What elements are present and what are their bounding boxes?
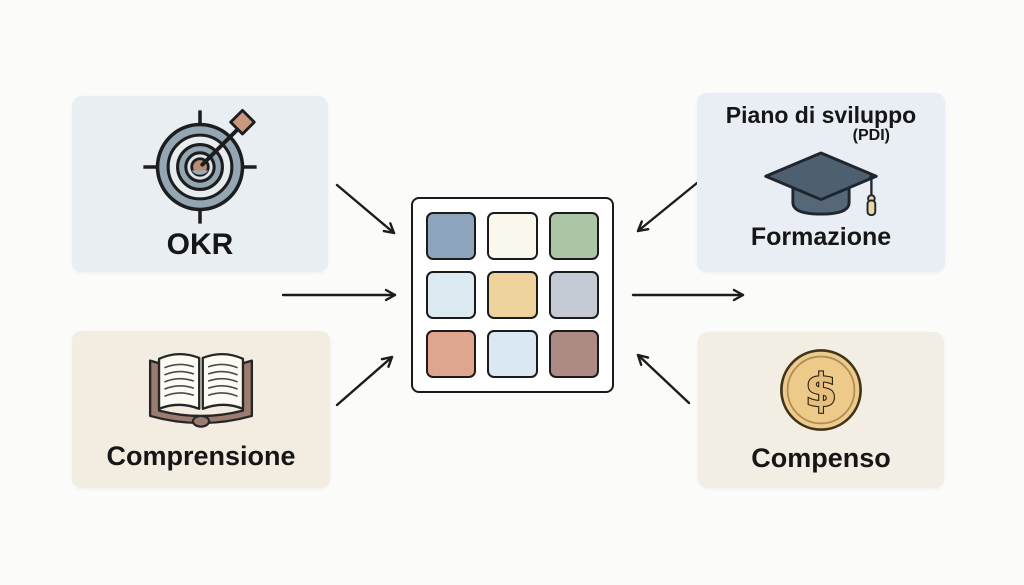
grid-cell: [426, 212, 477, 260]
grid-cell: [548, 271, 599, 319]
grid-cell: [548, 212, 599, 260]
arrow-okr-to-grid: [335, 183, 396, 235]
graduation-cap-icon: [764, 151, 878, 217]
card-piano-subtitle: (PDI): [852, 127, 890, 145]
card-okr-label: OKR: [166, 227, 234, 261]
open-book-icon: [148, 352, 254, 428]
arrow-compenso-to-grid: [636, 353, 691, 405]
card-compenso: $ Compenso: [698, 332, 944, 488]
target-icon: [143, 108, 257, 224]
grid-cell: [487, 212, 538, 260]
card-okr: OKR: [72, 96, 328, 272]
card-piano-label: Formazione: [750, 223, 892, 252]
svg-text:$: $: [805, 364, 837, 417]
grid-cell: [426, 330, 477, 378]
card-compenso-label: Compenso: [751, 443, 891, 474]
card-piano-di-sviluppo: Piano di sviluppo (PDI) Formazione: [697, 93, 945, 272]
grid-cell: [548, 330, 599, 378]
dollar-coin-icon: $: [780, 349, 862, 432]
nine-box-grid: [411, 197, 614, 393]
card-comprensione: Comprensione: [72, 331, 330, 488]
grid-cell: [426, 271, 477, 319]
card-piano-title: Piano di sviluppo: [725, 102, 917, 128]
arrow-comprensione-to-grid: [335, 355, 394, 407]
grid-cell: [487, 271, 538, 319]
nine-box-grid-cells: [426, 212, 599, 378]
grid-cell: [487, 330, 538, 378]
card-comprensione-label: Comprensione: [106, 440, 296, 471]
arrow-piano-to-grid: [636, 181, 699, 233]
